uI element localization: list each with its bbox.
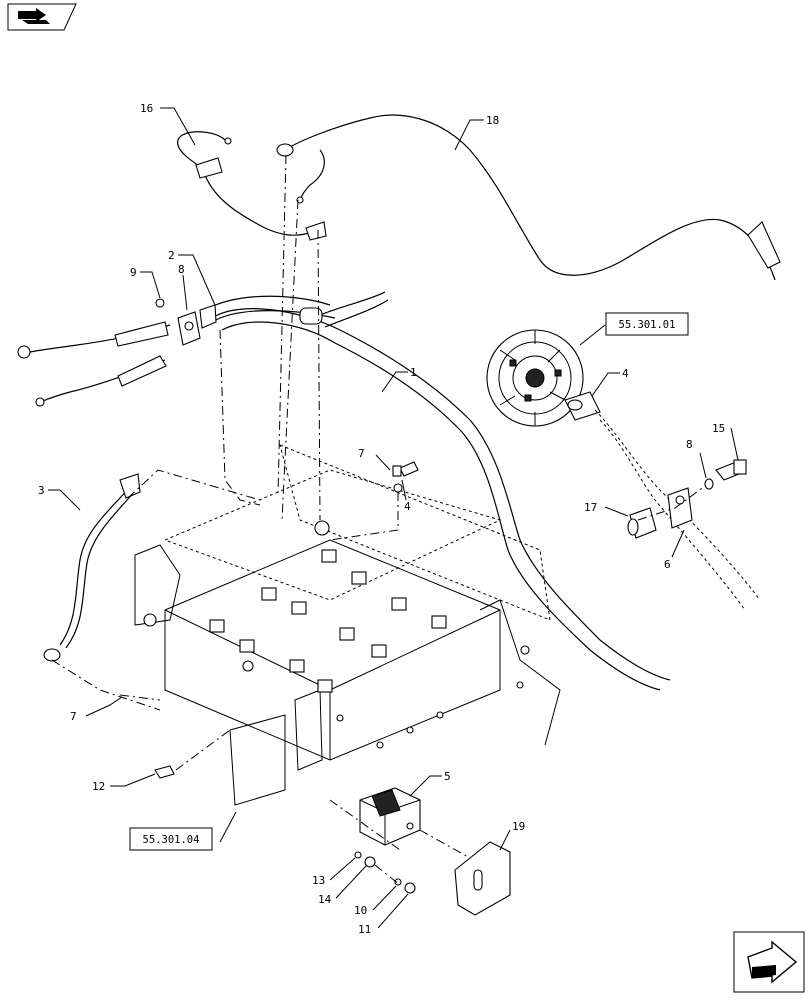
relay-5 xyxy=(359,787,421,846)
cable-16 xyxy=(177,131,327,241)
callout-17: 17 xyxy=(584,501,597,514)
callout-19: 19 xyxy=(512,820,525,833)
callout-11: 11 xyxy=(358,923,371,936)
terminal-bosses xyxy=(209,549,447,693)
bolt-4 xyxy=(392,461,419,477)
assembly-lines xyxy=(51,154,706,886)
nut-7 xyxy=(393,483,403,493)
cable-2 xyxy=(17,321,171,407)
callout-13: 13 xyxy=(312,874,325,887)
alternator-ref-label: 55.301.01 xyxy=(619,319,676,331)
cable-1 xyxy=(204,291,671,691)
callout-14: 14 xyxy=(318,893,332,906)
callout-8a: 8 xyxy=(178,263,185,276)
callout-3: 3 xyxy=(38,484,45,497)
cable-18 xyxy=(276,114,781,281)
clamp-6 xyxy=(627,487,693,539)
bracket-ref-label: 55.301.04 xyxy=(143,834,200,846)
bolt-12 xyxy=(154,765,175,779)
callout-labels: 16 18 2 9 8 1 4 15 8 7 4 3 17 6 7 12 5 1… xyxy=(38,102,725,936)
callout-5: 5 xyxy=(444,770,451,783)
callout-1: 1 xyxy=(410,366,417,379)
callout-16: 16 xyxy=(140,102,153,115)
alternator-ref-box[interactable]: 55.301.01 xyxy=(605,312,689,336)
alternator xyxy=(486,329,584,427)
bolt-15 xyxy=(715,459,747,481)
nut-10 xyxy=(394,878,402,886)
cable-3 xyxy=(43,473,141,662)
nut-14 xyxy=(364,856,376,868)
callout-15: 15 xyxy=(712,422,725,435)
callout-18: 18 xyxy=(486,114,499,127)
washer-8 xyxy=(704,478,714,490)
callout-4b: 4 xyxy=(404,500,411,513)
bracket-ref-box[interactable]: 55.301.04 xyxy=(129,827,213,851)
clamp-block xyxy=(155,298,217,346)
nut-11 xyxy=(404,882,416,894)
callout-10: 10 xyxy=(354,904,367,917)
cover-19 xyxy=(454,841,511,916)
callout-7a: 7 xyxy=(358,447,365,460)
callout-7b: 7 xyxy=(70,710,77,723)
callout-6: 6 xyxy=(664,558,671,571)
folder-back-icon[interactable] xyxy=(7,3,77,31)
callout-9: 9 xyxy=(130,266,137,279)
cable-4 xyxy=(564,391,761,611)
nut-13 xyxy=(354,851,362,859)
leader-lines xyxy=(48,107,739,929)
battery-tray xyxy=(134,444,561,806)
callout-2: 2 xyxy=(168,249,175,262)
callout-4a: 4 xyxy=(622,367,629,380)
callout-8b: 8 xyxy=(686,438,693,451)
callout-12: 12 xyxy=(92,780,105,793)
next-page-arrow-icon[interactable] xyxy=(733,931,805,993)
